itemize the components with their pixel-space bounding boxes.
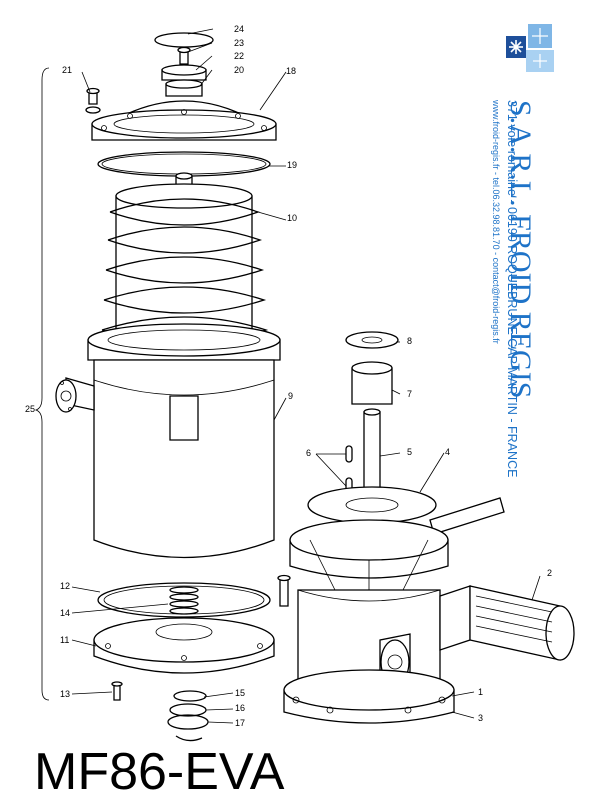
callout-16: 16 <box>235 703 245 713</box>
callout-18: 18 <box>286 66 296 76</box>
callout-20: 20 <box>234 65 244 75</box>
callout-24: 24 <box>234 24 244 34</box>
callout-7: 7 <box>407 389 412 399</box>
callout-21: 21 <box>62 65 72 75</box>
callout-12: 12 <box>60 581 70 591</box>
callout-9: 9 <box>288 391 293 401</box>
callout-8: 8 <box>407 336 412 346</box>
callout-25: 25 <box>25 404 35 414</box>
callout-2: 2 <box>547 568 552 578</box>
callout-13: 13 <box>60 689 70 699</box>
snowflake-logo-icon <box>500 18 558 78</box>
bracket-25 <box>34 67 50 701</box>
callout-15: 15 <box>235 688 245 698</box>
company-address: 371 voie romaine - 06190 ROQUEBRUNE CAP … <box>505 100 519 478</box>
callout-6: 6 <box>306 448 311 458</box>
callout-10: 10 <box>287 213 297 223</box>
callout-22: 22 <box>234 51 244 61</box>
company-contact: www.froid-regis.fr - tel.06.32.98.81.70 … <box>491 100 501 344</box>
callout-17: 17 <box>235 718 245 728</box>
callout-14: 14 <box>60 608 70 618</box>
part-24-cap <box>154 32 214 48</box>
callout-19: 19 <box>287 160 297 170</box>
callout-1: 1 <box>478 687 483 697</box>
callout-11: 11 <box>60 635 69 645</box>
callout-5: 5 <box>407 447 412 457</box>
callout-23: 23 <box>234 38 244 48</box>
callout-4: 4 <box>445 447 450 457</box>
callout-3: 3 <box>478 713 483 723</box>
model-title: MF86-EVA <box>34 743 285 801</box>
